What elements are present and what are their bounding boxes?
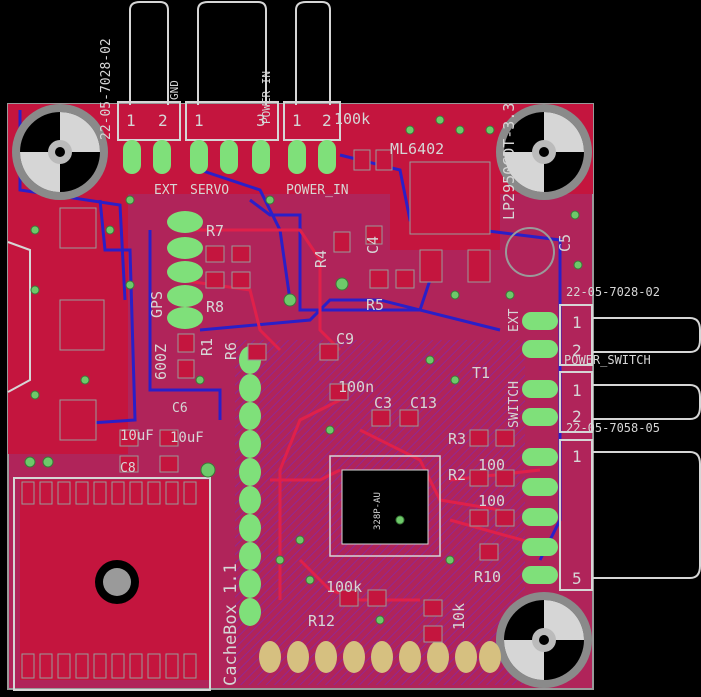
label-pin1-b: 1 xyxy=(194,111,204,130)
label-r4: R4 xyxy=(312,250,330,268)
label-right-pin1-c: 1 xyxy=(572,447,582,466)
smd-components xyxy=(119,149,515,643)
label-c9: C9 xyxy=(336,330,354,348)
right-connectors xyxy=(559,304,701,591)
label-r10: R10 xyxy=(474,568,501,586)
label-pin1-a: 1 xyxy=(126,111,136,130)
label-pin2-c: 2 xyxy=(322,111,332,130)
label-right-pin2-a: 2 xyxy=(572,341,582,360)
label-power-in: POWER_IN xyxy=(286,183,349,198)
right-pads xyxy=(522,312,558,584)
label-r10k: 10k xyxy=(450,603,468,630)
label-pin-gnd: GND xyxy=(168,80,181,100)
left-bracket xyxy=(7,241,31,393)
label-right-pin5-c: 5 xyxy=(572,569,582,588)
label-r2: R2 xyxy=(448,466,466,484)
label-c6: C6 xyxy=(172,401,188,416)
label-c4: C4 xyxy=(364,236,382,254)
label-connector-right-top: 22-05-7028-02 xyxy=(566,285,660,299)
left-side-pads xyxy=(59,207,105,441)
label-right-pin1-b: 1 xyxy=(572,381,582,400)
mounting-hole-top-left xyxy=(12,104,108,200)
label-r6: R6 xyxy=(222,342,240,360)
label-connector-top-left: 22-05-7028-02 xyxy=(99,38,114,140)
label-c3: C3 xyxy=(374,394,392,412)
top-connectors xyxy=(117,1,341,141)
silkscreen-labels: 22-05-7028-02 EXT SERVO POWER_IN GND POW… xyxy=(99,38,660,686)
label-c8-val: 10uF xyxy=(120,428,154,444)
label-ext-switch: EXT xyxy=(507,308,522,332)
label-r-100k: 100k xyxy=(334,110,370,128)
label-r8: R8 xyxy=(206,298,224,316)
label-c6-val: 10uF xyxy=(170,430,204,446)
sd-card-module xyxy=(13,477,211,691)
label-pin3-b: 3 xyxy=(256,111,266,130)
bottom-header-pads xyxy=(259,641,501,673)
label-t1: T1 xyxy=(472,364,490,382)
label-reg-part: LP2950CDT-3.3 xyxy=(500,103,518,220)
label-gps: GPS xyxy=(148,291,166,318)
label-c8: C8 xyxy=(120,461,136,476)
label-r100k-bottom: 100k xyxy=(326,578,362,596)
label-ic: 328P-AU xyxy=(373,492,383,530)
label-c5: C5 xyxy=(556,234,574,252)
label-r1: R1 xyxy=(198,338,216,356)
label-connector-right-mid: 22-05-7058-05 xyxy=(566,421,660,435)
label-title-version: CacheBox 1.1 xyxy=(221,563,241,686)
label-600z: 600Z xyxy=(152,344,170,380)
label-r12: R12 xyxy=(308,612,335,630)
top-pads xyxy=(123,140,336,174)
label-r100-a: 100 xyxy=(478,456,505,474)
gps-pads xyxy=(167,211,203,329)
mounting-hole-bottom-right xyxy=(496,592,592,688)
label-pin2-a: 2 xyxy=(158,111,168,130)
top-traces xyxy=(179,228,541,602)
label-right-pin2-b: 2 xyxy=(572,407,582,426)
label-ext-servo-right: SERVO xyxy=(190,183,229,198)
vias xyxy=(24,115,583,625)
label-r100-b: 100 xyxy=(478,492,505,510)
label-c13: C13 xyxy=(410,394,437,412)
label-r3: R3 xyxy=(448,430,466,448)
label-power-switch: POWER_SWITCH xyxy=(564,353,651,367)
label-ext-servo-left: EXT xyxy=(154,183,178,198)
mounting-hole-top-right xyxy=(496,104,592,200)
left-header-pads xyxy=(239,346,261,626)
label-ml6402: ML6402 xyxy=(390,140,444,158)
label-pin-power: POWER IN xyxy=(260,71,273,124)
label-r7: R7 xyxy=(206,222,224,240)
microcontroller xyxy=(329,455,441,557)
regulator xyxy=(409,161,491,283)
label-c9-val: 100n xyxy=(338,378,374,396)
label-pin1-c: 1 xyxy=(292,111,302,130)
c5-outline xyxy=(505,227,555,277)
label-switch: SWITCH xyxy=(507,381,522,428)
label-right-pin1-a: 1 xyxy=(572,313,582,332)
label-r5: R5 xyxy=(366,296,384,314)
